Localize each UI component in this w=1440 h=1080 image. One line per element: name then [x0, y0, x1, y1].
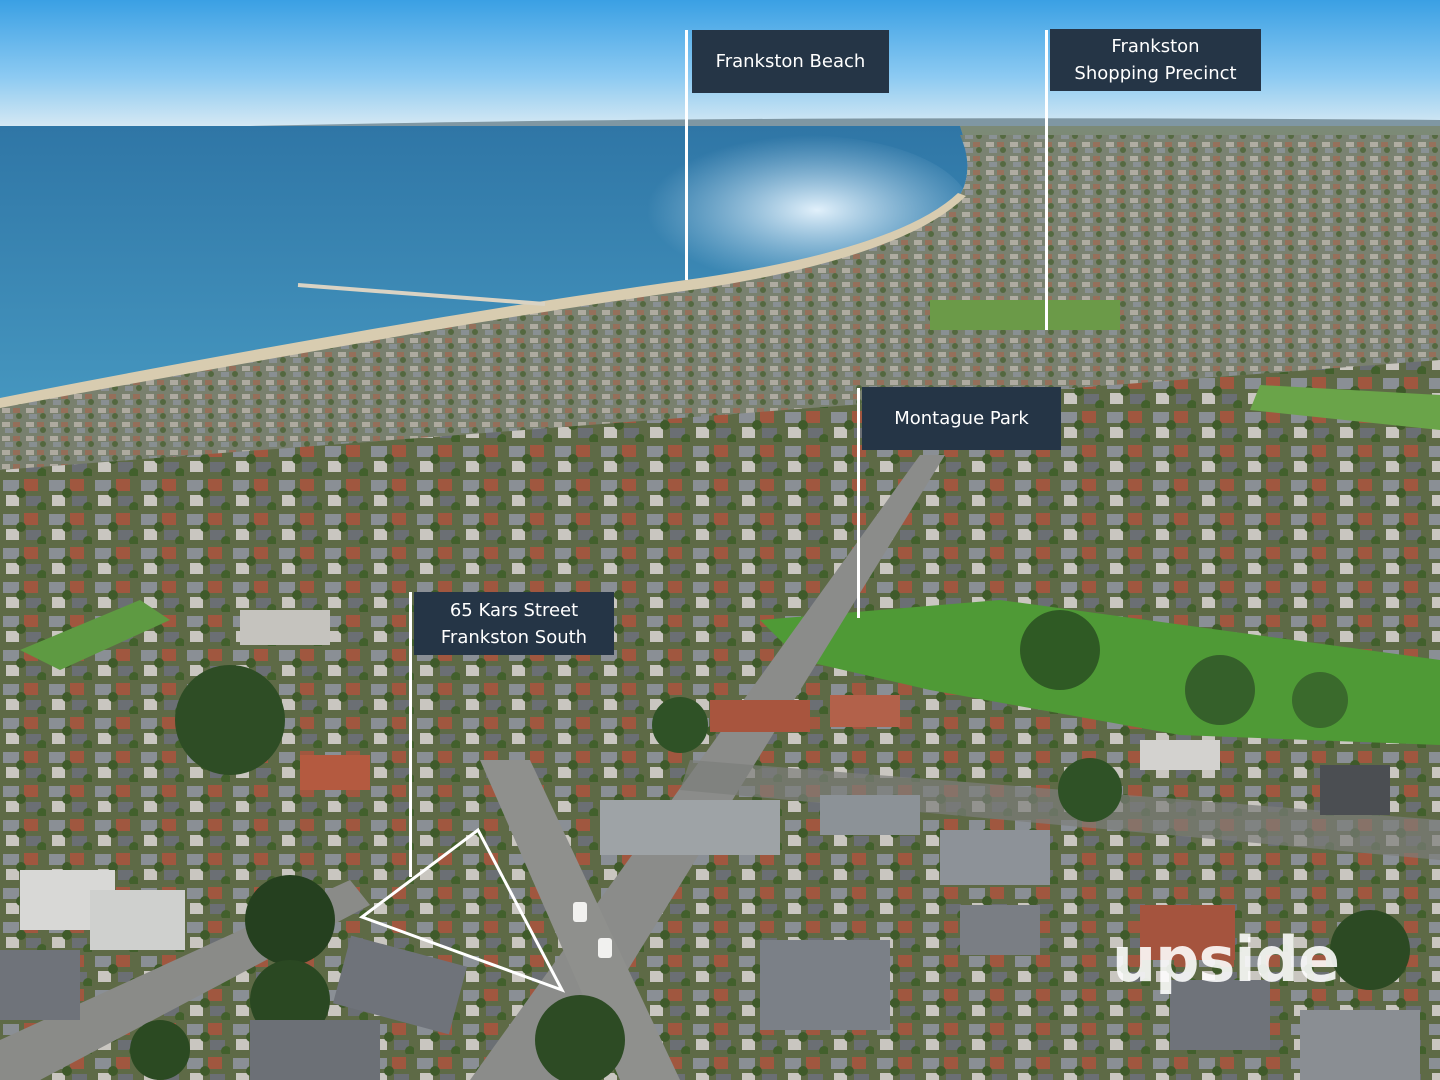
property-address-line2: Frankston South [440, 626, 588, 648]
property-pin-line [409, 592, 412, 877]
shopping-pin-line [1045, 30, 1048, 330]
property-address-label: 65 Kars Street Frankston South [414, 592, 614, 655]
property-boundary [358, 827, 566, 993]
montague-park-text: Montague Park [894, 408, 1029, 429]
beach-pin-line [685, 30, 688, 280]
shopping-precinct-label: Frankston Shopping Precinct [1050, 29, 1261, 91]
frankston-beach-label: Frankston Beach [692, 30, 889, 93]
montague-park-label: Montague Park [862, 387, 1061, 450]
property-address-line1: 65 Kars Street [449, 599, 579, 621]
frankston-beach-text: Frankston Beach [715, 51, 866, 72]
shopping-precinct-line2: Shopping Precinct [1074, 63, 1237, 84]
upside-logo: upside [1112, 923, 1340, 996]
shopping-precinct-line1: Frankston [1111, 36, 1200, 57]
park-pin-line [857, 388, 860, 618]
